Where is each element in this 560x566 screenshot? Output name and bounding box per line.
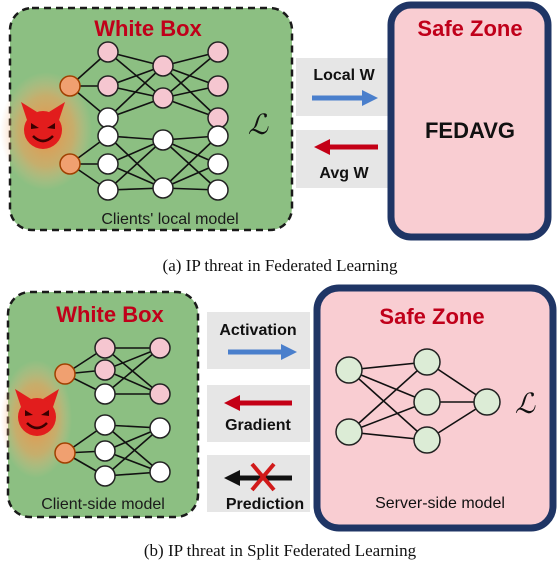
network-edge (162, 139, 219, 191)
network-node (152, 177, 174, 199)
network-node (149, 337, 171, 359)
network-edge (104, 424, 161, 473)
network-edge (162, 51, 219, 99)
network-node (54, 363, 76, 385)
network-node (152, 55, 174, 77)
network-node (149, 383, 171, 405)
caption-a: (a) IP threat in Federated Learning (162, 256, 398, 275)
network-edge (348, 369, 428, 403)
arrow-label-activation: Activation (219, 322, 296, 339)
network-node (473, 388, 501, 416)
loss-symbol-a: ℒ (248, 108, 269, 141)
network-edge (107, 139, 164, 191)
network-node (207, 75, 229, 97)
lane-avg-w (296, 130, 391, 188)
network-node (94, 383, 116, 405)
network-node (152, 87, 174, 109)
network-node (413, 388, 441, 416)
network-node (207, 179, 229, 201)
network-edge (348, 401, 428, 433)
network-node (97, 107, 119, 129)
arrow-label-local-w: Local W (313, 67, 375, 84)
network-node (94, 359, 116, 381)
arrow-label-avg-w: Avg W (319, 165, 369, 182)
network-node (97, 179, 119, 201)
network-edge (162, 135, 219, 189)
arrow-left-red-b (224, 395, 292, 411)
network-edge (107, 65, 164, 119)
network-node (54, 442, 76, 464)
arrow-right-blue-a (312, 90, 378, 106)
network-edge (107, 51, 164, 99)
white-box-label-b: Client-side model (41, 496, 165, 513)
network-edge (348, 361, 428, 433)
cross-icon (250, 462, 276, 492)
network-node (207, 153, 229, 175)
network-node (59, 153, 81, 175)
network-node (152, 129, 174, 151)
white-box-title-b: White Box (56, 302, 164, 327)
network-node (94, 337, 116, 359)
arrow-left-red-a (314, 139, 378, 155)
client-network-b (54, 337, 171, 487)
network-edge (107, 135, 164, 189)
arrow-label-gradient: Gradient (225, 417, 291, 434)
safe-zone-a (387, 1, 552, 241)
white-box-label-a: Clients' local model (101, 211, 238, 228)
caption-b: (b) IP threat in Split Federated Learnin… (143, 541, 417, 560)
server-network (335, 348, 501, 454)
network-edge (348, 369, 428, 441)
client-network-a (59, 41, 229, 201)
network-node (335, 356, 363, 384)
network-node (149, 417, 171, 439)
safe-zone-title-a: Safe Zone (417, 16, 522, 41)
network-node (413, 426, 441, 454)
network-node (94, 414, 116, 436)
network-edge (162, 65, 219, 119)
safe-zone-title-b: Safe Zone (379, 304, 484, 329)
lane-gradient (207, 385, 310, 442)
network-node (207, 125, 229, 147)
panel-b: White Box Client-side model Activation G… (0, 284, 557, 532)
devil-icon (15, 389, 59, 436)
network-node (97, 41, 119, 63)
network-node (97, 125, 119, 147)
lane-local-w (296, 58, 391, 116)
network-node (413, 348, 441, 376)
fedavg-label: FEDAVG (425, 118, 515, 143)
devil-icon (21, 102, 65, 149)
loss-symbol-b: ℒ (515, 387, 536, 420)
network-node (207, 107, 229, 129)
network-edge (104, 427, 161, 477)
arrow-right-blue-b (228, 344, 297, 360)
white-box-title-a: White Box (94, 16, 202, 41)
server-model-label: Server-side model (375, 495, 505, 512)
panel-a: White Box Clients' local model ℒ Local W… (0, 1, 552, 241)
network-node (149, 461, 171, 483)
lane-activation (207, 312, 310, 369)
network-node (59, 75, 81, 97)
arrow-label-prediction: Prediction (226, 496, 304, 513)
network-node (97, 75, 119, 97)
network-node (94, 440, 116, 462)
network-node (97, 153, 119, 175)
network-node (94, 465, 116, 487)
network-node (335, 418, 363, 446)
network-node (207, 41, 229, 63)
network-edge (104, 347, 161, 395)
